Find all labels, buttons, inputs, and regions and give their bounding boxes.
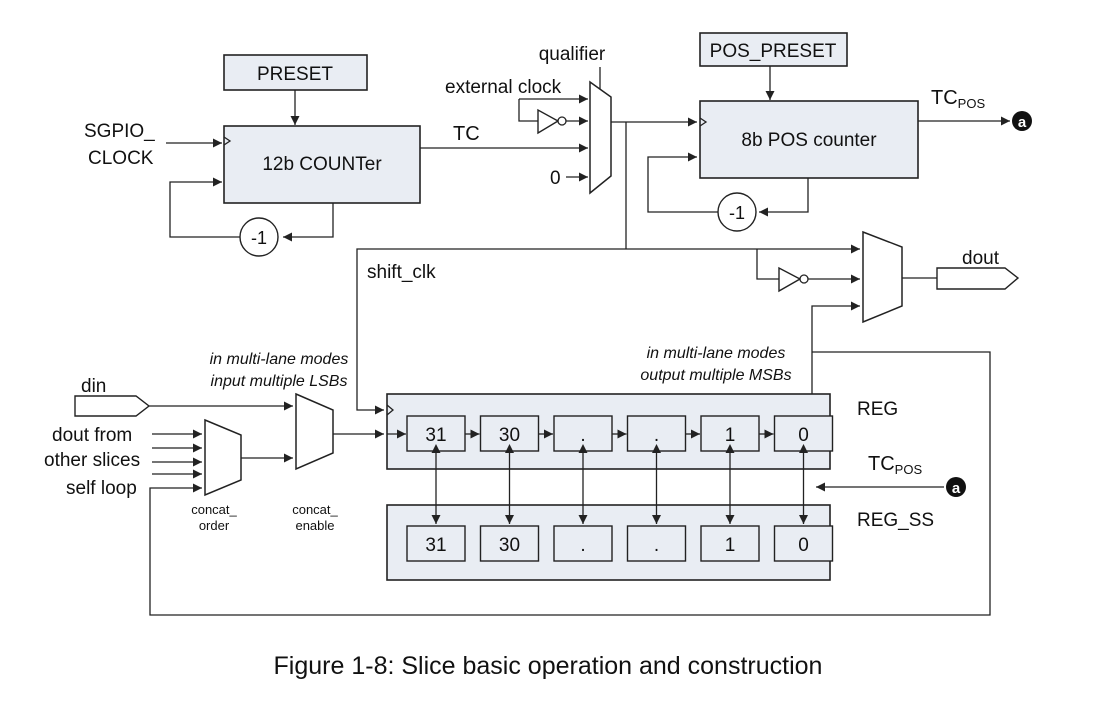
connector-a-bottom-label: a [952,480,961,497]
reg-ss-cell-label: 1 [725,535,736,556]
din-port [74,395,151,417]
reg-ss-cell-label: 30 [499,535,520,556]
output-clock-inverter-bubble [799,274,809,284]
output-clock-inverter [778,266,802,293]
counter-12b-feedback-in-wire [169,177,240,238]
concat-enable-mux [295,392,334,471]
connector-a-bottom-icon [946,477,966,497]
zero-input-label: 0 [550,168,561,189]
reg-cell-label: 0 [798,425,809,446]
self-loop-label: self loop [66,478,137,499]
dout-label: dout [962,248,1000,269]
dout-port [936,267,1020,290]
reg-ss-cell-label: . [654,535,659,556]
reg-cells-group: 31 31 30 30.... 1 1 0 0 [406,415,834,562]
connector-a-top-label: a [1018,114,1027,131]
reg-ss-label: REG_SS [857,510,934,531]
counter-12b-feedback-out-wire [283,203,334,242]
concat-order-label-2: order [199,518,230,533]
reg-ss-cell [479,525,540,562]
figure-caption: Figure 1-8: Slice basic operation and co… [273,652,823,680]
reg-ss-cell-label: 0 [798,535,809,556]
concat-order-label-1: concat_ [191,502,237,517]
reg-cell-label: 31 [425,425,446,446]
counter-12b-box [223,125,421,204]
reg-cell-label: . [580,425,585,446]
reg-cell-label: 1 [725,425,736,446]
qualifier-label: qualifier [539,44,606,65]
counter-12b-label: 12b COUNTer [262,154,382,175]
pos-counter-box [699,100,919,179]
input-annotation-line-1: in multi-lane modes [210,351,349,368]
external-clock-inverter [537,108,560,135]
tc-pos-reg-label: TCPOS [868,453,922,477]
concat-enable-label-1: concat_ [292,502,338,517]
output-mux [862,230,903,324]
reg-msb-to-mux-wire [811,301,860,430]
output-annotation-line-1: in multi-lane modes [647,345,786,362]
sgpio-clock-label-1: SGPIO_ [84,121,155,142]
pos-counter-clock-triangle [699,117,708,127]
pos-counter-feedback-out-wire [759,178,809,217]
reg-label: REG [857,399,898,420]
preset-label: PRESET [257,64,333,85]
reg-clock-triangle [386,404,395,416]
pos-counter-feedback-in-wire [647,152,718,213]
external-clock-inverter-bubble [557,116,567,126]
reg-ss-cell [700,525,760,562]
dout-from-label: dout from [52,425,132,446]
tc-pos-label: TCPOS [931,87,985,111]
reg-cell-label: 30 [499,425,520,446]
counter-12b-decrement-label: -1 [251,228,267,248]
reg-ss-cell-label: 31 [425,535,446,556]
pos-counter-label: 8b POS counter [741,130,877,151]
other-slices-label: other slices [44,450,140,471]
preset-box [223,54,368,91]
reg-ss-cell [553,525,613,562]
reg-cell-label: . [654,425,659,446]
external-clock-label: external clock [445,77,562,98]
pos-preset-box [699,32,848,67]
shift-clock-to-reg-wire [356,248,626,415]
reg-ss-cell [626,525,687,562]
clock-to-inverter-wire [756,249,779,280]
counter-12b-clock-triangle [223,136,232,146]
reg-ss-cell [773,525,834,562]
sgpio-clock-label-2: CLOCK [88,148,154,169]
concat-enable-label-2: enable [295,518,334,533]
pos-counter-decrement-label: -1 [729,203,745,223]
external-clock-to-inverter-wire [518,99,538,122]
reg-ss-cell [406,525,466,562]
input-annotation-line-2: input multiple LSBs [211,373,348,390]
output-annotation-line-2: output multiple MSBs [640,367,791,384]
tc-label: TC [453,123,480,145]
shift-clk-label: shift_clk [367,262,436,283]
concat-order-mux [204,418,242,497]
qualifier-mux [589,80,612,195]
connector-a-top-icon [1012,111,1032,131]
reg-ss-cell-label: . [580,535,585,556]
din-label: din [81,376,106,397]
pos-preset-label: POS_PRESET [710,41,837,62]
self-loop-wire [149,351,991,616]
